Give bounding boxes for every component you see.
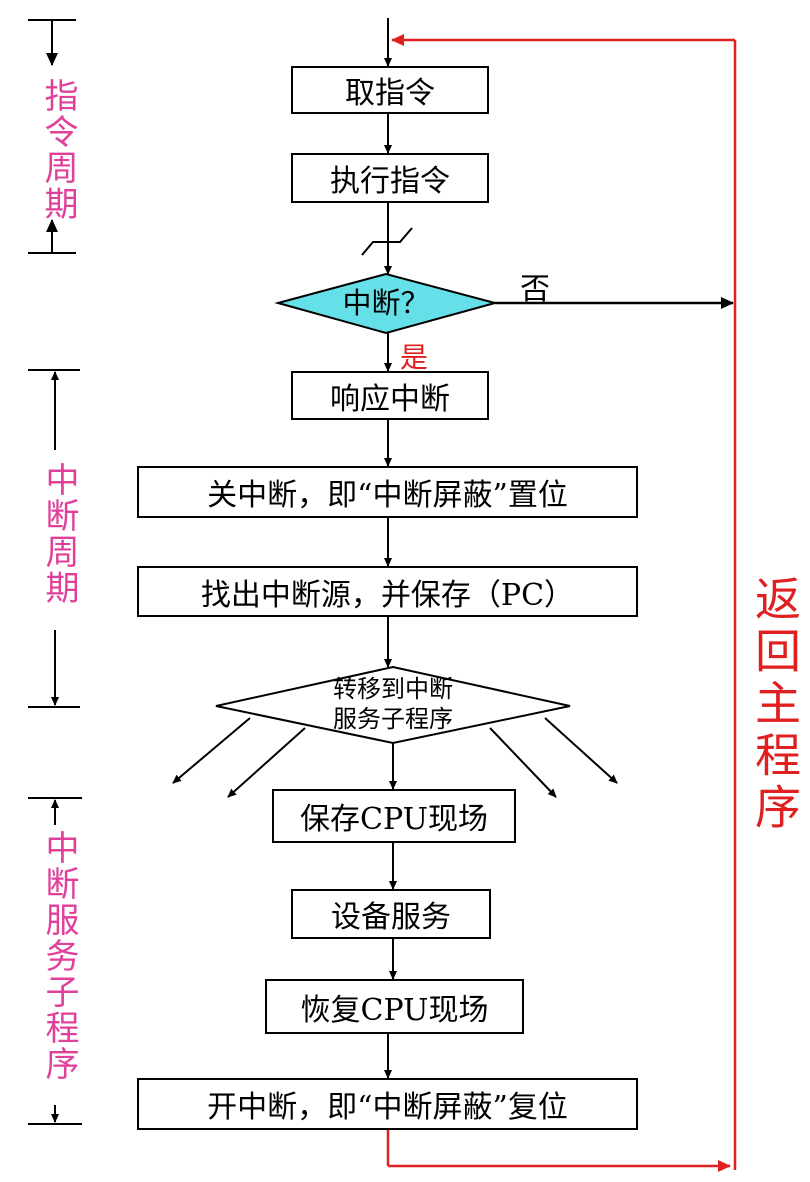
step-device-service: 设备服务 [291, 889, 491, 939]
step-execute-instruction: 执行指令 [291, 153, 489, 203]
fanout-arrow-3 [489, 727, 557, 798]
return-path [386, 34, 737, 1172]
bracket-interrupt-service [28, 797, 82, 1125]
main-flow-connectors [172, 18, 734, 1079]
step-respond-interrupt: 响应中断 [291, 371, 489, 420]
step-enable-interrupt: 开中断，即“中断屏蔽”复位 [137, 1078, 638, 1130]
step-restore-context: 恢复CPU现场 [265, 979, 524, 1034]
label-return-main-program: 返回主程序 [748, 575, 802, 835]
branch-no-label: 否 [520, 272, 550, 307]
transfer-label-line2: 服务子程序 [333, 705, 453, 733]
breakpoint-mark [361, 227, 413, 256]
fanout-arrow-2 [227, 727, 306, 798]
step-disable-interrupt: 关中断，即“中断屏蔽”置位 [137, 466, 638, 518]
decision-diamond [274, 272, 499, 335]
label-instruction-cycle: 指令周期 [38, 78, 78, 222]
transfer-label-line1: 转移到中断 [333, 675, 453, 703]
label-interrupt-service-routine: 中断服务子程序 [39, 830, 79, 1082]
transfer-label: 转移到中断 服务子程序 [293, 674, 493, 734]
decision-label: 中断？ [342, 286, 430, 320]
label-interrupt-cycle: 中断周期 [39, 462, 79, 606]
bracket-interrupt-cycle [28, 369, 80, 708]
step-fetch-instruction: 取指令 [291, 66, 489, 114]
bracket-instruction-cycle [28, 19, 76, 254]
fanout-arrow-1 [172, 717, 251, 784]
branch-yes-label: 是 [400, 341, 429, 374]
step-find-source: 找出中断源，并保存（PC） [137, 566, 638, 617]
fanout-arrow-4 [544, 717, 618, 784]
transfer-diamond [215, 665, 571, 745]
step-save-context: 保存CPU现场 [272, 789, 516, 843]
